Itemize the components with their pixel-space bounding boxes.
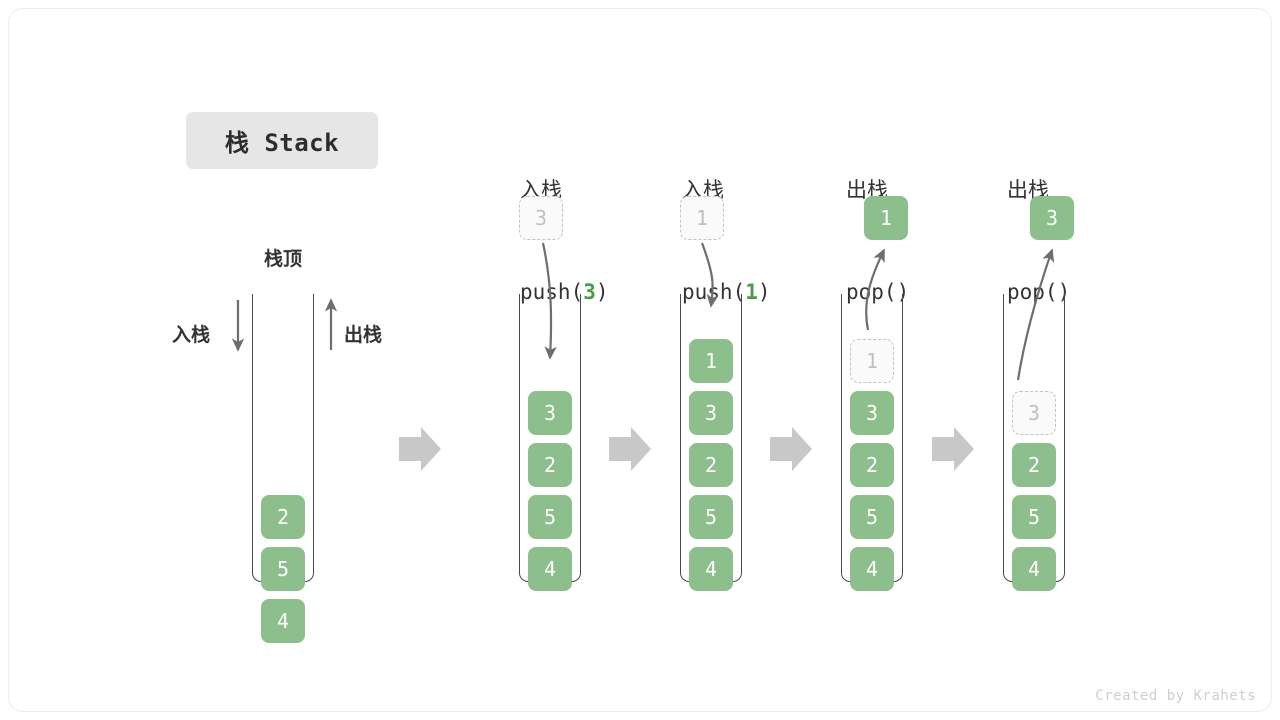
floating-cell-4: 3: [1030, 196, 1074, 240]
stack-cell: 3: [528, 391, 572, 435]
code-arg: 3: [583, 280, 596, 304]
stack-cell: 4: [261, 599, 305, 643]
stack-cell: 3: [689, 391, 733, 435]
stack-cell: 2: [1012, 443, 1056, 487]
floating-cell-3: 1: [864, 196, 908, 240]
stack-cell: 5: [261, 547, 305, 591]
floating-cell-1: 3: [519, 196, 563, 240]
transition-arrow-3: [770, 427, 812, 471]
transition-arrow-2: [609, 427, 651, 471]
stack-cell: 3: [850, 391, 894, 435]
stack-cell: 1: [850, 339, 894, 383]
stack-cell: 4: [689, 547, 733, 591]
stack-cell: 5: [689, 495, 733, 539]
step-caption-cn: 出栈: [1007, 178, 1049, 202]
stack-cell: 2: [261, 495, 305, 539]
stack-cell: 3: [1012, 391, 1056, 435]
code-suffix: ): [757, 280, 771, 304]
transition-arrow-4: [932, 427, 974, 471]
stack-cell: 2: [850, 443, 894, 487]
footer-credit: Created by Krahets: [1095, 688, 1256, 704]
code-arg: 1: [745, 280, 758, 304]
transition-arrow-1: [399, 427, 441, 471]
stack-cell: 1: [689, 339, 733, 383]
stack-cell: 5: [528, 495, 572, 539]
floating-cell-2: 1: [680, 196, 724, 240]
stack-cell: 4: [528, 547, 572, 591]
pop-side-label: 出栈: [344, 325, 383, 346]
stack-cell: 4: [1012, 547, 1056, 591]
push-side-label: 入栈: [172, 325, 211, 346]
stack-cell: 5: [850, 495, 894, 539]
code-suffix: ): [595, 280, 609, 304]
page-title: 栈 Stack: [186, 112, 378, 169]
stack-cell: 2: [689, 443, 733, 487]
stack-cell: 2: [528, 443, 572, 487]
stack-cell: 4: [850, 547, 894, 591]
stack-cell: 5: [1012, 495, 1056, 539]
stack-top-label: 栈顶: [263, 249, 302, 270]
